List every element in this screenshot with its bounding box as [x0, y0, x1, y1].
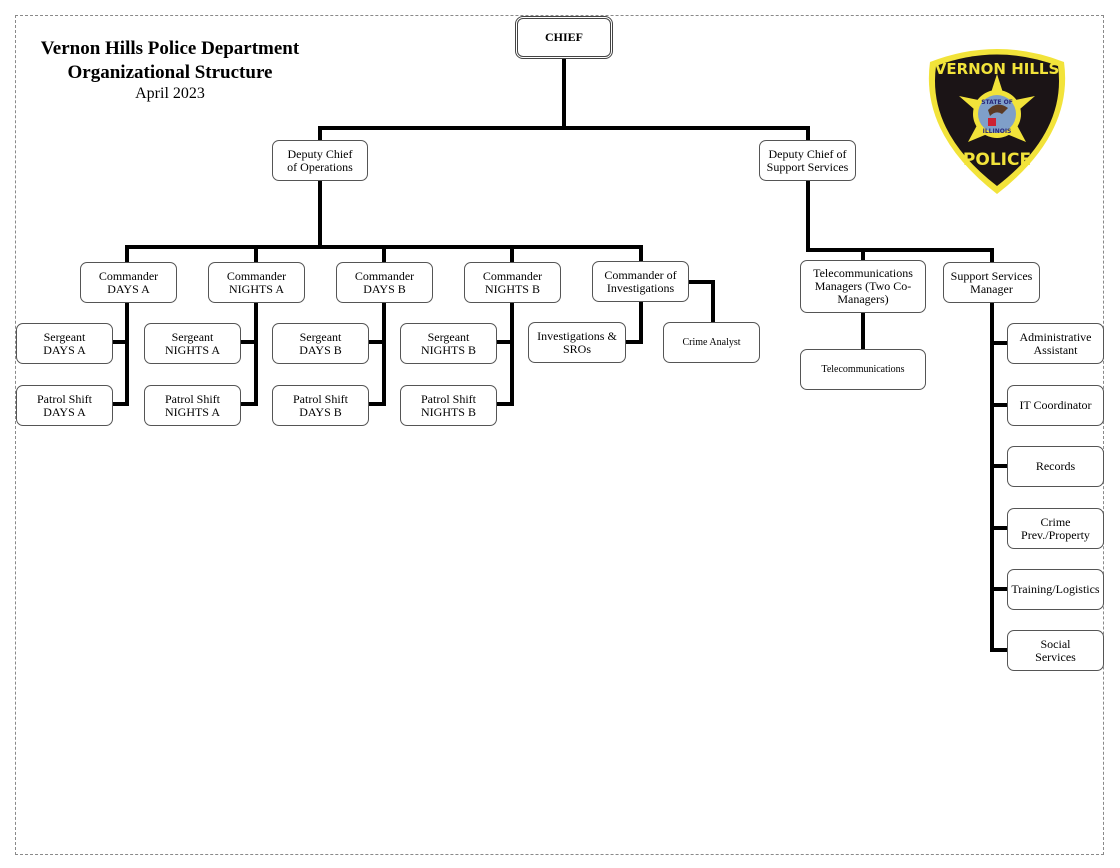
svg-text:STATE OF: STATE OF [981, 99, 1013, 106]
node-support-services-manager[interactable]: Support Services Manager [943, 262, 1040, 303]
connector [861, 312, 865, 350]
node-commander-days-a[interactable]: Commander DAYS A [80, 262, 177, 303]
connector [990, 403, 1008, 407]
node-patrol-nights-a[interactable]: Patrol Shift NIGHTS A [144, 385, 241, 426]
connector [806, 248, 994, 252]
node-records[interactable]: Records [1007, 446, 1104, 487]
connector [125, 302, 129, 406]
node-telecom-managers[interactable]: Telecommunications Managers (Two Co-Mana… [800, 260, 926, 313]
police-badge-logo: VERNON HILLS POLICE STATE OF ILLINOIS [928, 49, 1066, 194]
connector [688, 280, 715, 284]
chart-title-line2: Organizational Structure [67, 62, 273, 83]
connector [368, 340, 384, 344]
svg-text:POLICE: POLICE [963, 150, 1031, 170]
node-telecommunications[interactable]: Telecommunications [800, 349, 926, 390]
chart-date: April 2023 [135, 85, 205, 102]
node-crime-prevention-property[interactable]: Crime Prev./Property [1007, 508, 1104, 549]
node-sergeant-nights-a[interactable]: Sergeant NIGHTS A [144, 323, 241, 364]
connector [990, 526, 1008, 530]
page-border [15, 15, 1104, 855]
connector [806, 126, 810, 140]
connector [125, 245, 129, 262]
connector [625, 340, 643, 344]
connector [990, 341, 1008, 345]
svg-text:VERNON HILLS: VERNON HILLS [935, 60, 1060, 78]
connector [990, 648, 1008, 652]
connector [562, 58, 566, 128]
node-social-services[interactable]: Social Services [1007, 630, 1104, 671]
connector [639, 300, 643, 344]
node-patrol-nights-b[interactable]: Patrol Shift NIGHTS B [400, 385, 497, 426]
connector [240, 340, 256, 344]
connector [382, 302, 386, 406]
node-administrative-assistant[interactable]: Administrative Assistant [1007, 323, 1104, 364]
node-commander-nights-b[interactable]: Commander NIGHTS B [464, 262, 561, 303]
svg-text:ILLINOIS: ILLINOIS [983, 128, 1012, 135]
node-patrol-days-b[interactable]: Patrol Shift DAYS B [272, 385, 369, 426]
connector [368, 402, 384, 406]
node-deputy-chief-support[interactable]: Deputy Chief of Support Services [759, 140, 856, 181]
node-crime-analyst[interactable]: Crime Analyst [663, 322, 760, 363]
connector [990, 302, 994, 652]
node-investigations-sros[interactable]: Investigations & SROs [528, 322, 626, 363]
node-sergeant-days-a[interactable]: Sergeant DAYS A [16, 323, 113, 364]
node-commander-investigations[interactable]: Commander of Investigations [592, 261, 689, 302]
connector [240, 402, 256, 406]
connector [990, 464, 1008, 468]
node-commander-days-b[interactable]: Commander DAYS B [336, 262, 433, 303]
node-sergeant-days-b[interactable]: Sergeant DAYS B [272, 323, 369, 364]
connector [496, 402, 512, 406]
connector [318, 126, 810, 130]
node-commander-nights-a[interactable]: Commander NIGHTS A [208, 262, 305, 303]
node-sergeant-nights-b[interactable]: Sergeant NIGHTS B [400, 323, 497, 364]
connector [990, 248, 994, 262]
connector [806, 180, 810, 252]
connector [111, 340, 127, 344]
connector [318, 180, 322, 248]
node-deputy-chief-operations[interactable]: Deputy Chief of Operations [272, 140, 368, 181]
connector [254, 302, 258, 406]
node-patrol-days-a[interactable]: Patrol Shift DAYS A [16, 385, 113, 426]
node-chief[interactable]: CHIEF [515, 16, 613, 59]
connector [111, 402, 127, 406]
connector [990, 587, 1008, 591]
connector [496, 340, 512, 344]
chart-title-line1: Vernon Hills Police Department [40, 38, 300, 59]
connector [318, 126, 322, 140]
node-training-logistics[interactable]: Training/Logistics [1007, 569, 1104, 610]
connector [254, 245, 258, 262]
connector [382, 245, 386, 262]
connector [510, 245, 514, 262]
connector [510, 302, 514, 406]
connector [711, 280, 715, 323]
node-it-coordinator[interactable]: IT Coordinator [1007, 385, 1104, 426]
connector [861, 248, 865, 260]
connector [639, 245, 643, 262]
